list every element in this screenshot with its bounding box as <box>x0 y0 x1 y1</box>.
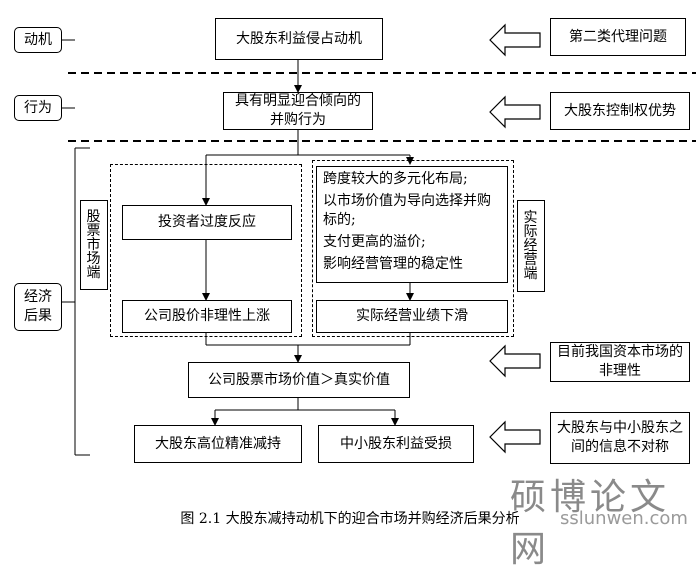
section-label-behavior: 行为 <box>14 95 62 121</box>
node-minority-harm: 中小股东利益受损 <box>318 425 474 463</box>
connector-layer <box>62 23 696 456</box>
hollow-arrow-left-icon <box>489 23 541 454</box>
driver-market-irrational: 目前我国资本市场的非理性 <box>550 342 690 382</box>
figure-caption: 图 2.1 大股东减持动机下的迎合市场并购经济后果分析 <box>180 511 520 527</box>
driver-agency-problem: 第二类代理问题 <box>550 18 686 56</box>
node-investor-overreaction: 投资者过度反应 <box>122 205 292 240</box>
node-behavior-main: 具有明显迎合倾向的并购行为 <box>223 92 373 130</box>
list-item: 跨度较大的多元化布局; <box>323 171 468 187</box>
driver-info-asymmetry: 大股东与中小股东之间的信息不对称 <box>550 412 690 464</box>
watermark-url: sslunwen.com <box>560 508 688 529</box>
node-major-sell: 大股东高位精准减持 <box>134 425 302 463</box>
node-market-vs-real: 公司股票市场价值＞真实价值 <box>188 362 410 398</box>
driver-control-advantage: 大股东控制权优势 <box>550 92 690 130</box>
stock-market-group <box>110 164 302 337</box>
side-label-stock-market: 股票市场端 <box>80 200 108 290</box>
node-operating-decline: 实际经营业绩下滑 <box>316 300 508 333</box>
section-label-consequence: 经济后果 <box>14 283 62 331</box>
node-motive-main: 大股东利益侵占动机 <box>215 18 383 60</box>
list-item: 以市场价值为导向选择并购标的; <box>323 193 491 228</box>
operating-group <box>312 160 514 337</box>
list-item: 支付更高的溢价; <box>323 234 426 250</box>
list-item: 影响经营管理的稳定性 <box>323 256 463 272</box>
side-label-operating: 实际经营端 <box>517 200 545 292</box>
section-label-motive: 动机 <box>14 27 62 53</box>
operating-behavior-list: 跨度较大的多元化布局; 以市场价值为导向选择并购标的; 支付更高的溢价; 影响经… <box>316 166 508 283</box>
node-stock-price-rise: 公司股价非理性上涨 <box>122 300 292 333</box>
